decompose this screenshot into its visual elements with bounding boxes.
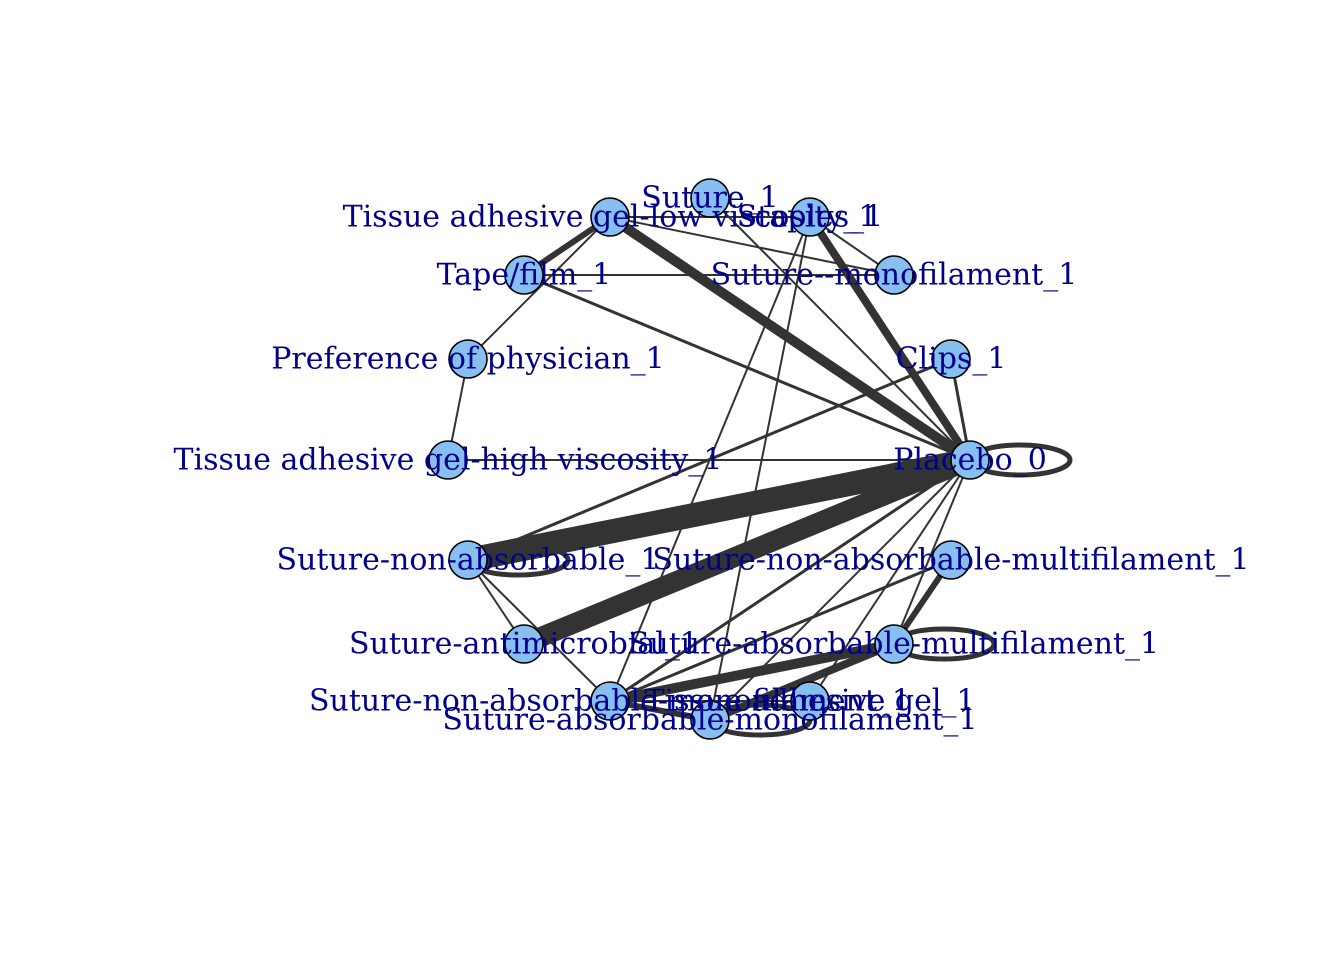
nodes-layer bbox=[428, 178, 990, 740]
node-label-tag-high: Tissue adhesive gel-high viscosity_1 bbox=[174, 443, 723, 478]
node-sut-antimic bbox=[504, 624, 544, 664]
node-sut-abs-mono bbox=[690, 700, 730, 740]
edge-placebo-sut-abs-multi bbox=[893, 459, 971, 645]
node-tag-low bbox=[590, 197, 630, 237]
node-label-clips: Clips_1 bbox=[896, 342, 1007, 377]
node-tag bbox=[790, 681, 830, 721]
edge-placebo-tag-low bbox=[607, 212, 973, 465]
node-label-tape: Tape/film_1 bbox=[437, 258, 612, 293]
node-staples bbox=[790, 197, 830, 237]
edge-placebo-tag bbox=[809, 459, 971, 702]
node-sut-nonabs-multi bbox=[931, 540, 971, 580]
node-clips bbox=[931, 339, 971, 379]
node-label-tag-low: Tissue adhesive gel-low viscosity_1 bbox=[343, 200, 878, 235]
edge-placebo-sut-nonabs-mono bbox=[609, 458, 971, 703]
edge-sut-nonabs-multi-sut-nonabs-mono bbox=[609, 558, 952, 703]
node-label-sut-abs-mono: Suture-absorbable-monofilament_1 bbox=[442, 703, 977, 738]
node-label-sut-mono: Suture--monofilament_1 bbox=[711, 258, 1078, 293]
node-label-pref: Preference of physician_1 bbox=[271, 342, 665, 377]
node-placebo bbox=[950, 440, 990, 480]
edge-tag-low-pref bbox=[467, 216, 611, 360]
edge-placebo-suture bbox=[709, 197, 971, 461]
node-tag-high bbox=[428, 440, 468, 480]
node-sut-mono bbox=[874, 255, 914, 295]
edge-placebo-sut-antimic bbox=[520, 450, 974, 654]
edge-sut-nonabs-sut-nonabs-mono bbox=[467, 559, 611, 702]
edge-staples-sut-abs-mono bbox=[709, 216, 811, 721]
node-sut-abs-multi bbox=[874, 624, 914, 664]
edge-placebo-sut-nonabs bbox=[465, 448, 973, 572]
edge-tag-low-sut-mono bbox=[609, 216, 895, 276]
node-sut-nonabs bbox=[448, 540, 488, 580]
node-tape bbox=[504, 255, 544, 295]
node-label-sut-antimic: Suture-antimicrobial_1 bbox=[349, 627, 699, 662]
node-suture bbox=[690, 178, 730, 218]
node-sut-nonabs-mono bbox=[590, 681, 630, 721]
node-label-sut-nonabs-mono: Suture-non-absorbable-monofilament_1 bbox=[309, 684, 911, 719]
node-label-sut-nonabs-multi: Suture-non-absorbable-multifilament_1 bbox=[652, 543, 1249, 578]
node-label-staples: Staples_1 bbox=[737, 200, 884, 235]
edge-clips-sut-nonabs bbox=[467, 357, 952, 562]
edge-sut-abs-multi-sut-nonabs-mono bbox=[609, 639, 895, 706]
node-label-sut-nonabs: Suture-non-absorbable_1 bbox=[277, 543, 660, 578]
node-pref bbox=[448, 339, 488, 379]
node-label-placebo: Placebo_0 bbox=[893, 443, 1047, 478]
edge-placebo-staples bbox=[806, 214, 974, 463]
node-label-sut-abs-multi: Suture-absorbable-multifilament_1 bbox=[629, 627, 1159, 662]
node-label-tag: Tissue adhesive gel_1 bbox=[644, 684, 975, 719]
node-label-suture: Suture_1 bbox=[641, 181, 778, 216]
